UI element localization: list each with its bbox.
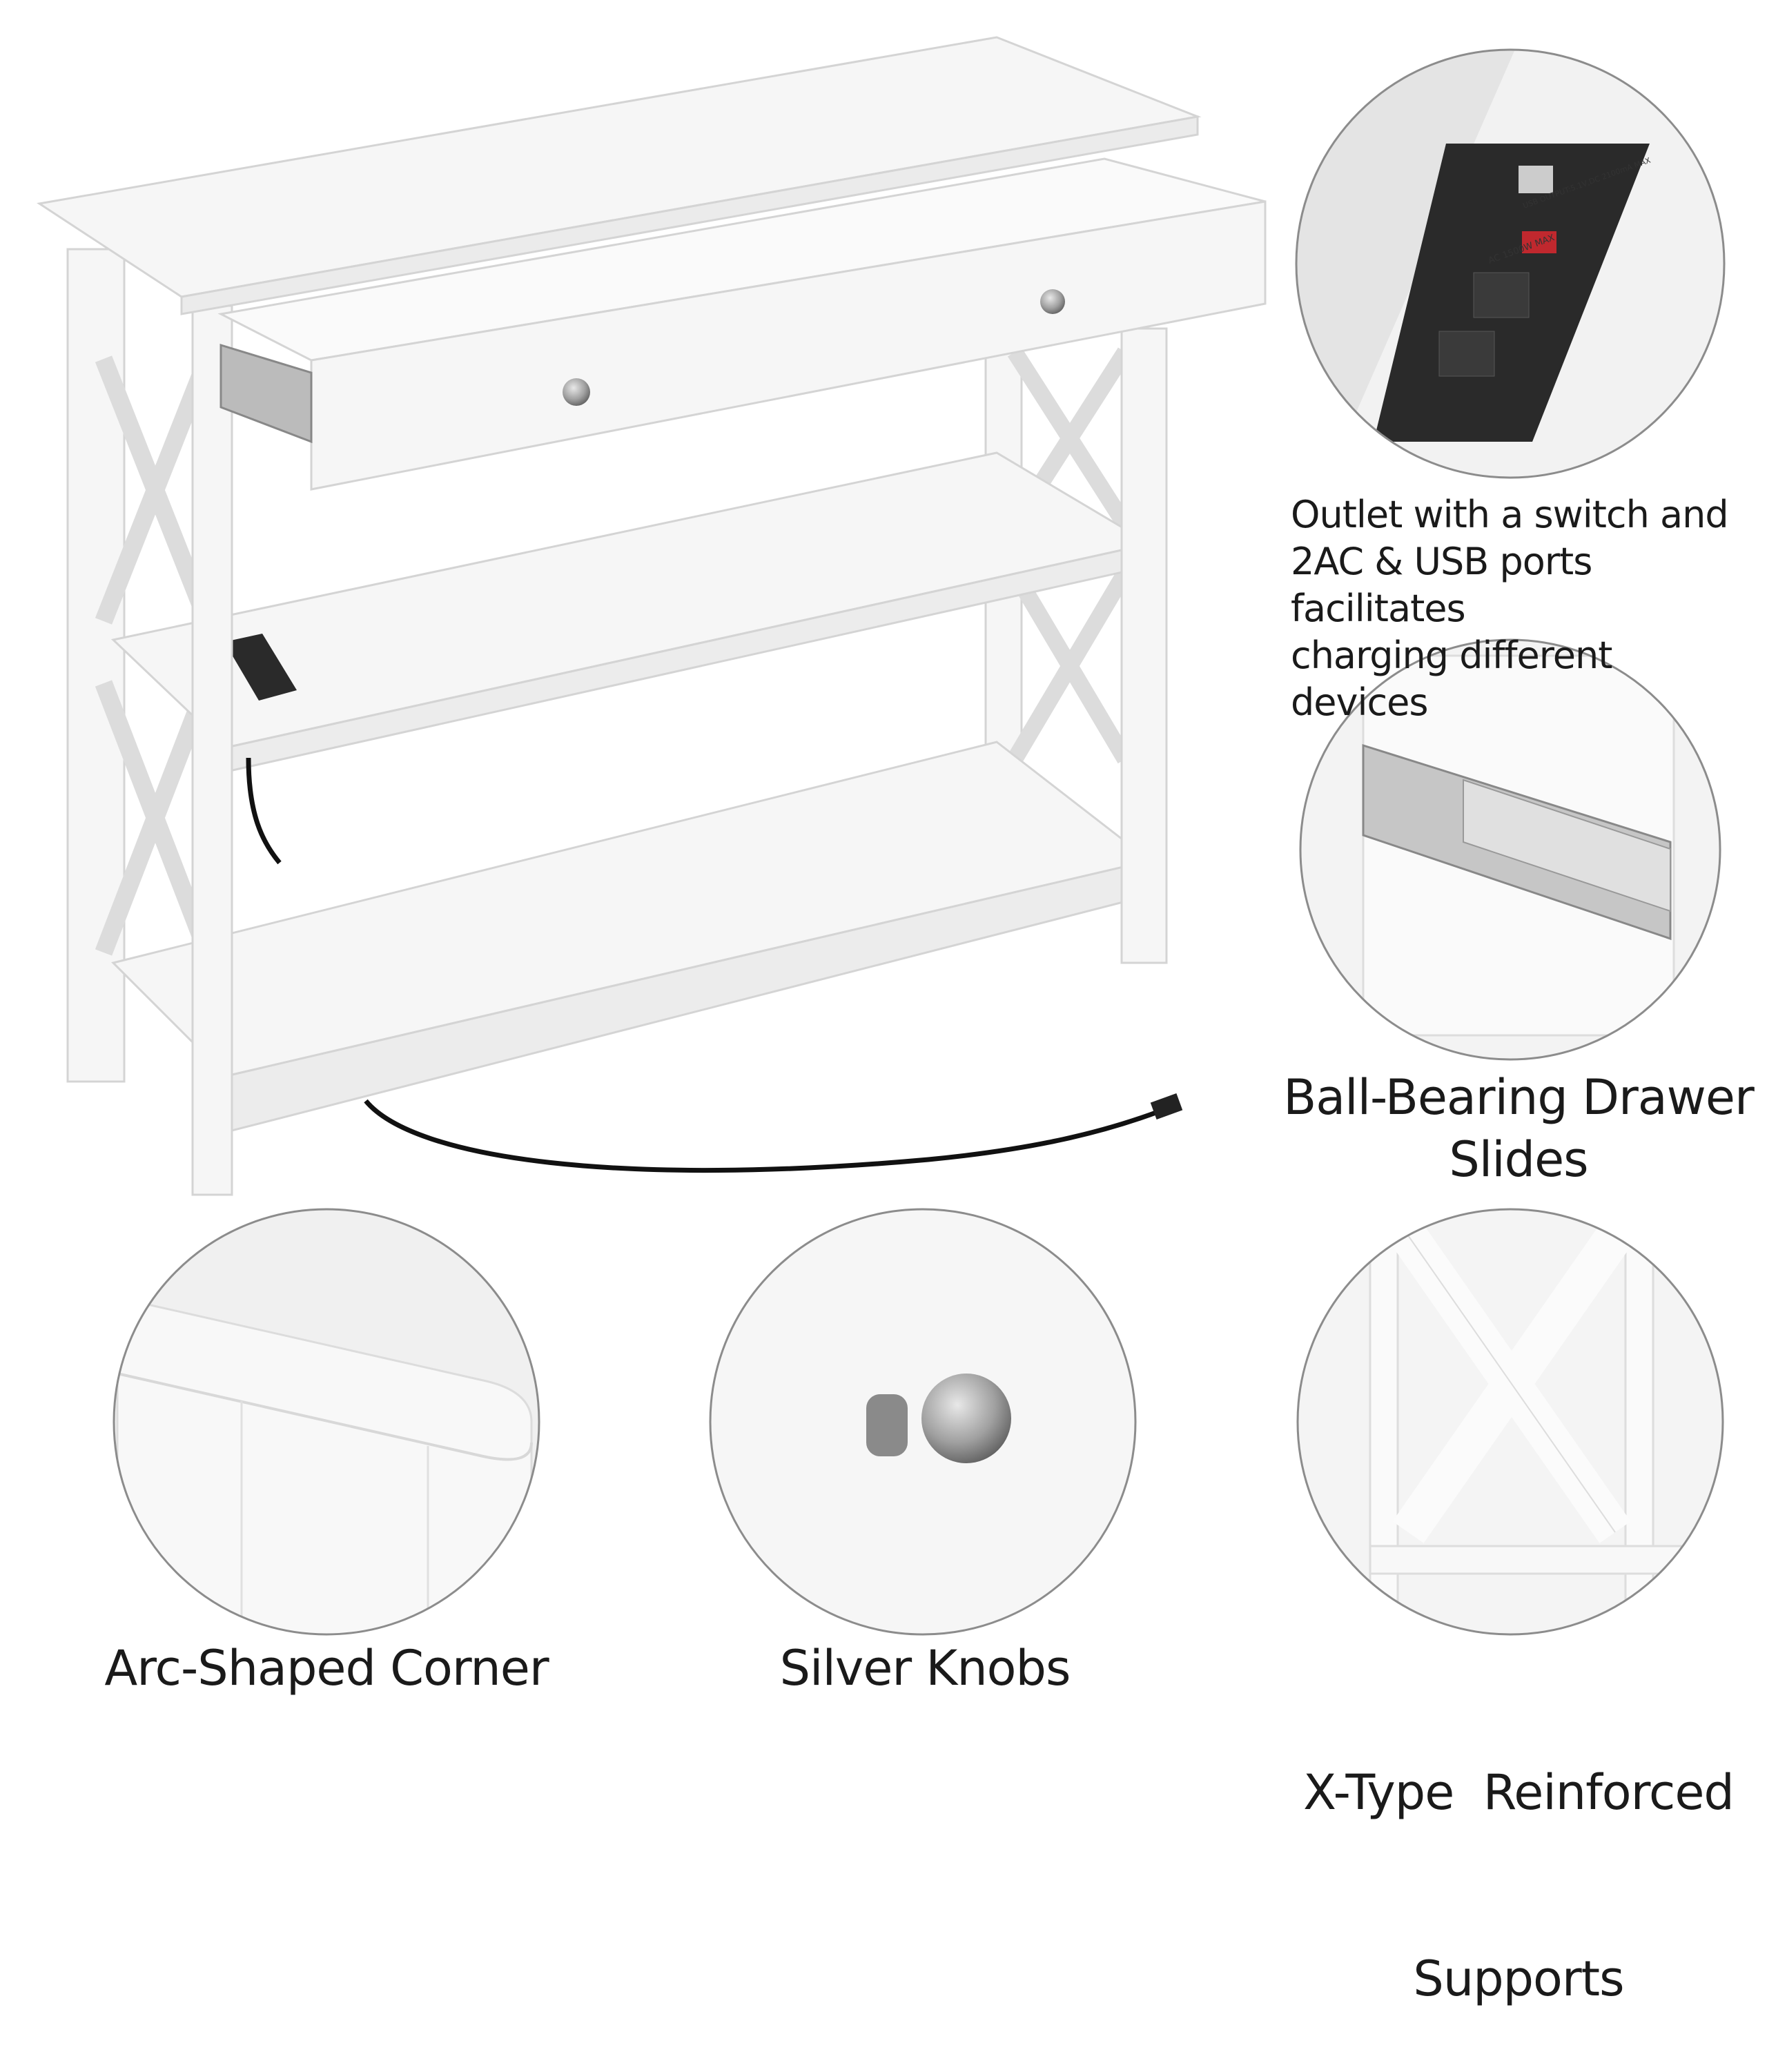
detail-circle [113,1208,540,1636]
caption-line: Slides [1449,1131,1588,1188]
detail-circle [709,1208,1137,1636]
slides-detail [1300,640,1720,1059]
outlet-detail [1296,50,1724,478]
knob-right [1040,289,1065,314]
detail-circle [1296,1208,1724,1636]
outlet-caption: Outlet with a switch and 2AC & USB ports… [1291,491,1760,726]
x-support-detail [1298,1209,1723,1634]
drawer-slide [219,343,313,444]
caption-line: X-Type Reinforced [1303,1764,1735,1821]
corner-caption: Arc-Shaped Corner [69,1637,584,1699]
power-cord [246,757,1161,1173]
knob-stem [866,1394,908,1456]
detail-circle [1295,48,1726,479]
caption-line: Silver Knobs [779,1640,1071,1697]
ac-socket [1473,272,1530,318]
slides-caption: Ball-Bearing Drawer Slides [1270,1066,1767,1191]
caption-line: Ball-Bearing Drawer [1283,1069,1755,1126]
caption-line: Outlet with a switch and [1291,493,1729,536]
silver-knob-icon [921,1374,1011,1463]
ac-socket [1438,331,1495,377]
caption-line: charging different devices [1291,634,1612,724]
corner-detail [114,1209,539,1634]
console-table [37,36,1267,1196]
detail-circle [1299,638,1721,1061]
supports-caption: X-Type Reinforced Supports [1270,1637,1767,2072]
drawer-front [310,200,1267,491]
front-right-leg [1120,327,1168,964]
table-top-edge [180,115,1199,315]
plug-icon [1150,1093,1183,1120]
knob-detail [710,1209,1135,1634]
usb-ports-icon [1519,166,1553,193]
product-illustration: USB OUTPUT:5.1V,DC 2100mA MAX AC 1500W M… [37,36,1726,1636]
caption-line: Supports [1413,1951,1624,2007]
power-switch [1522,231,1556,253]
caption-line: Arc-Shaped Corner [104,1640,549,1697]
knob-left [563,378,590,406]
knobs-caption: Silver Knobs [690,1637,1160,1699]
front-left-leg [191,304,233,1196]
x-support-left [95,355,216,956]
shelf-outlet [224,634,297,701]
caption-line: 2AC & USB ports facilitates [1291,540,1592,630]
